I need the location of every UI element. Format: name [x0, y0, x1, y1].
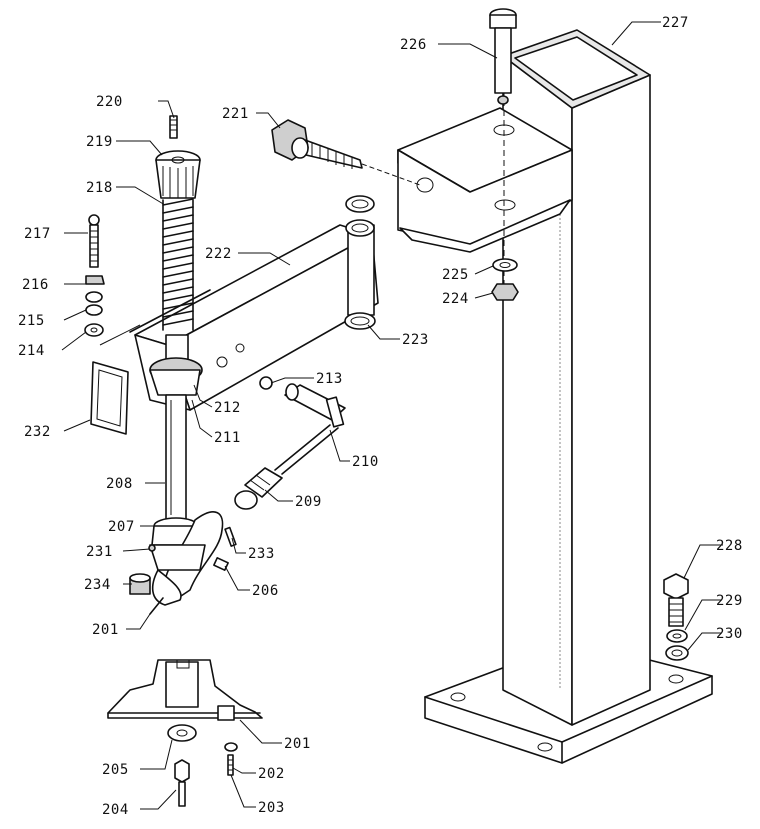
label-215: 215: [18, 313, 45, 329]
label-234: 234: [84, 577, 111, 593]
mounting-bracket: [397, 60, 573, 300]
label-223: 223: [402, 332, 429, 348]
label-229: 229: [716, 593, 743, 609]
label-217: 217: [24, 226, 51, 242]
label-218: 218: [86, 180, 113, 196]
label-204: 204: [102, 802, 129, 818]
shoe-assembly: [129, 511, 237, 615]
base-bolt-set: [663, 573, 689, 661]
cover-plate: [90, 361, 129, 435]
label-212: 212: [214, 400, 241, 416]
label-203: 203: [258, 800, 285, 816]
label-201-top: 201: [92, 622, 119, 638]
label-206: 206: [252, 583, 279, 599]
label-225: 225: [442, 267, 469, 283]
label-221: 221: [222, 106, 249, 122]
label-228: 228: [716, 538, 743, 554]
arm-bushings: [344, 195, 376, 330]
label-226: 226: [400, 37, 427, 53]
locking-handle: [234, 376, 346, 510]
top-knob-and-spring: [155, 115, 201, 331]
label-209: 209: [295, 494, 322, 510]
label-224: 224: [442, 291, 469, 307]
label-219: 219: [86, 134, 113, 150]
washer-and-nut: [491, 258, 519, 301]
label-210: 210: [352, 454, 379, 470]
part-labels: 226 227 220 221 219 218 217 222 216 225 …: [18, 15, 743, 818]
label-231: 231: [86, 544, 113, 560]
shoe-bottom-view: [107, 659, 263, 807]
label-208: 208: [106, 476, 133, 492]
label-214: 214: [18, 343, 45, 359]
label-222: 222: [205, 246, 232, 262]
label-230: 230: [716, 626, 743, 642]
label-207: 207: [108, 519, 135, 535]
label-232: 232: [24, 424, 51, 440]
label-205: 205: [102, 762, 129, 778]
label-201-bottom: 201: [284, 736, 311, 752]
small-bolt-stack: [84, 214, 105, 337]
label-233: 233: [248, 546, 275, 562]
label-216: 216: [22, 277, 49, 293]
handle-bolt: [271, 119, 421, 186]
label-227: 227: [662, 15, 689, 31]
pivot-pin: [489, 8, 517, 105]
leader-lines: [61, 21, 723, 810]
label-213: 213: [316, 371, 343, 387]
mount-shaft: [149, 334, 203, 521]
label-202: 202: [258, 766, 285, 782]
label-220: 220: [96, 94, 123, 110]
label-211: 211: [214, 430, 241, 446]
